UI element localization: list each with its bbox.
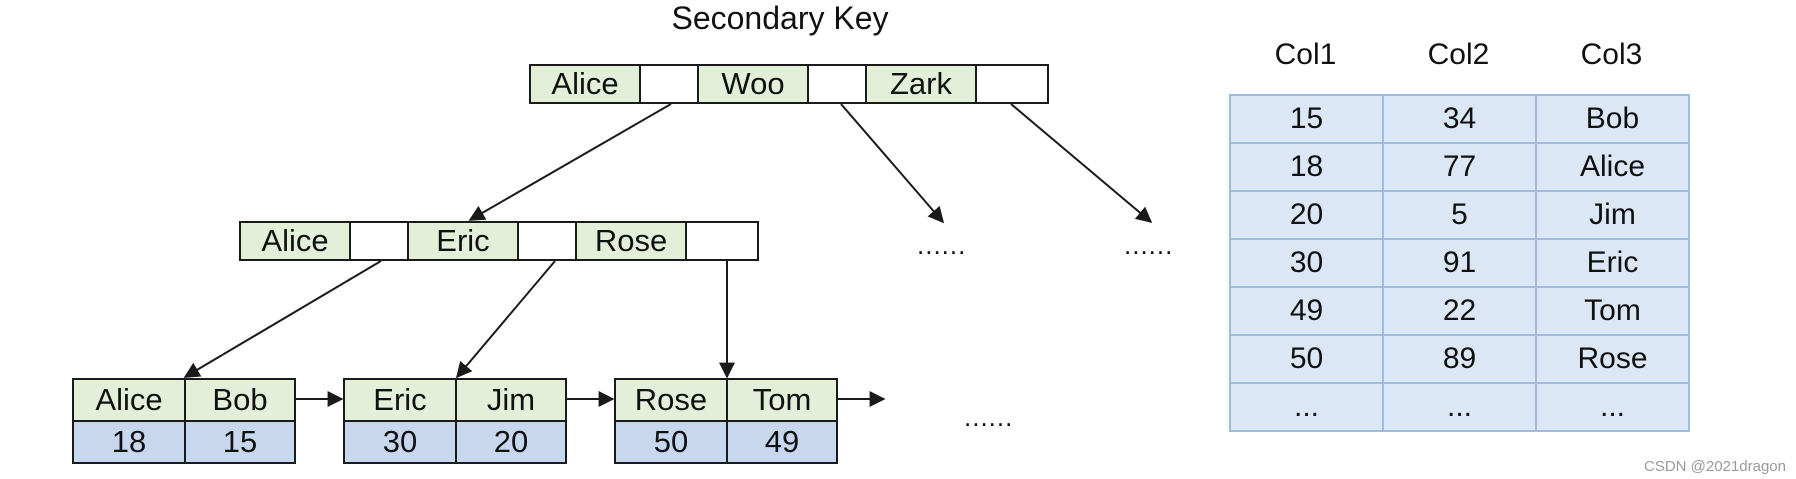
leaf-value: 15: [183, 422, 294, 462]
leaf-key: Jim: [454, 380, 565, 420]
arrow-root-to-right: [1010, 103, 1153, 224]
watermark: CSDN @2021dragon: [1644, 458, 1786, 475]
root-key-3: Zark: [867, 66, 977, 102]
internal-pointer-1: [351, 223, 409, 259]
internal-pointer-2: [519, 223, 577, 259]
table-row: ... ... ...: [1229, 382, 1690, 432]
table-header-col2: Col2: [1427, 38, 1490, 71]
table-cell: 50: [1229, 334, 1384, 384]
arrow-internal-to-leaf1: [183, 260, 382, 378]
table-cell: Tom: [1535, 286, 1690, 336]
table-header-col1: Col1: [1274, 38, 1337, 71]
table-row: 18 77 Alice: [1229, 142, 1690, 192]
table-cell: Rose: [1535, 334, 1690, 384]
leaf-node-1: Alice Bob 18 15: [72, 378, 296, 464]
ellipsis-mid-left: ......: [917, 230, 967, 260]
table-row: 49 22 Tom: [1229, 286, 1690, 336]
arrow-internal-to-leaf2: [455, 260, 556, 379]
leaf-key: Alice: [74, 380, 184, 420]
table-cell: 77: [1382, 142, 1537, 192]
table-cell: Bob: [1535, 94, 1690, 144]
table-cell: Jim: [1535, 190, 1690, 240]
internal-key-3: Rose: [577, 223, 687, 259]
table-cell: 22: [1382, 286, 1537, 336]
ellipsis-mid-right: ......: [1124, 230, 1174, 260]
table-header-col3: Col3: [1580, 38, 1643, 71]
leaf-node-3: Rose Tom 50 49: [614, 378, 838, 464]
leaf-value: 30: [345, 422, 455, 462]
internal-node: Alice Eric Rose: [239, 221, 759, 261]
table-cell: Alice: [1535, 142, 1690, 192]
table-cell: ...: [1229, 382, 1384, 432]
root-pointer-2: [809, 66, 867, 102]
leaf-value: 20: [454, 422, 565, 462]
leaf-node-2: Eric Jim 30 20: [343, 378, 567, 464]
leaf-value: 50: [616, 422, 726, 462]
arrow-root-to-internal: [468, 103, 672, 221]
leaf-key: Tom: [725, 380, 836, 420]
table-row: 50 89 Rose: [1229, 334, 1690, 384]
table-cell: 49: [1229, 286, 1384, 336]
table-cell: 91: [1382, 238, 1537, 288]
internal-pointer-3: [687, 223, 745, 259]
diagram-title: Secondary Key: [671, 0, 889, 36]
root-key-2: Woo: [699, 66, 809, 102]
table-cell: 34: [1382, 94, 1537, 144]
leaf-key: Bob: [183, 380, 294, 420]
leaf-value: 49: [725, 422, 836, 462]
leaf-key: Eric: [345, 380, 455, 420]
ellipsis-leaf-level: ......: [964, 402, 1014, 432]
table-cell: 15: [1229, 94, 1384, 144]
table-cell: 30: [1229, 238, 1384, 288]
leaf-key: Rose: [616, 380, 726, 420]
table-cell: 20: [1229, 190, 1384, 240]
root-pointer-3: [977, 66, 1035, 102]
table-cell: 5: [1382, 190, 1537, 240]
table-cell: 89: [1382, 334, 1537, 384]
root-key-1: Alice: [531, 66, 641, 102]
root-node: Alice Woo Zark: [529, 64, 1049, 104]
table-row: 15 34 Bob: [1229, 94, 1690, 144]
internal-key-1: Alice: [241, 223, 351, 259]
table-cell: ...: [1535, 382, 1690, 432]
data-table: 15 34 Bob 18 77 Alice 20 5 Jim 30 91 Eri…: [1229, 94, 1690, 432]
table-cell: Eric: [1535, 238, 1690, 288]
root-pointer-1: [641, 66, 699, 102]
table-cell: 18: [1229, 142, 1384, 192]
internal-key-2: Eric: [409, 223, 519, 259]
arrow-root-to-mid: [840, 103, 945, 224]
leaf-value: 18: [74, 422, 184, 462]
table-cell: ...: [1382, 382, 1537, 432]
table-row: 20 5 Jim: [1229, 190, 1690, 240]
table-row: 30 91 Eric: [1229, 238, 1690, 288]
